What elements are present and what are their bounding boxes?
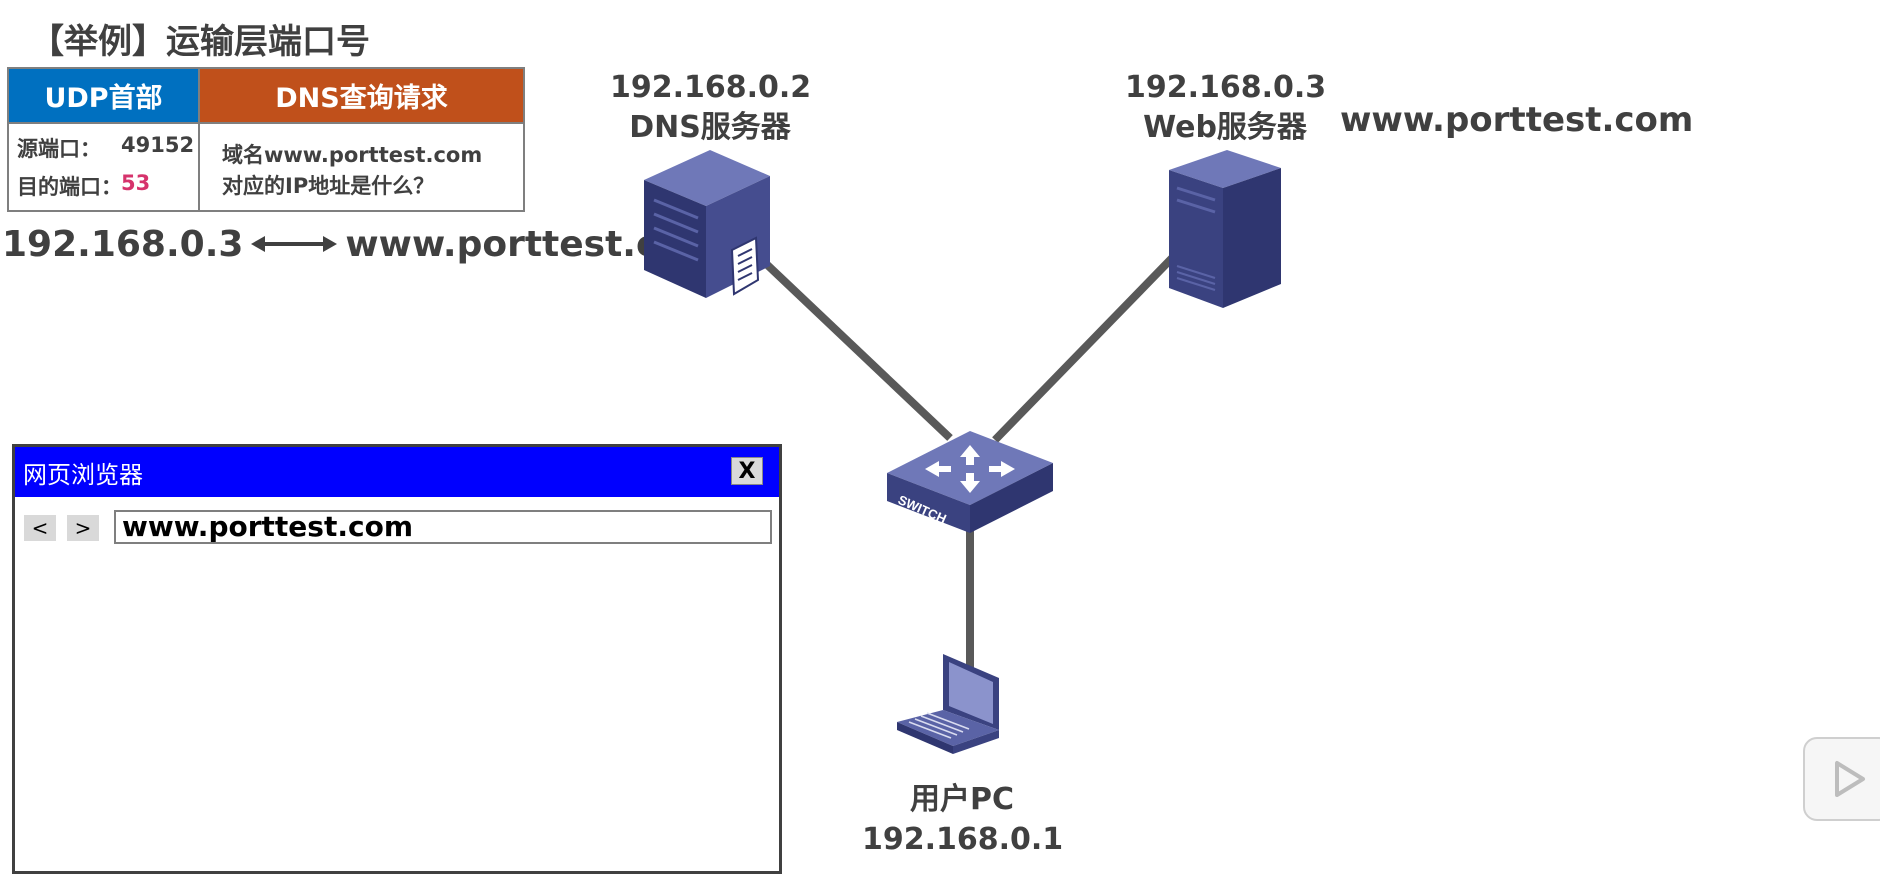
dst-port-value: 53: [121, 171, 151, 195]
play-icon: [1835, 761, 1865, 797]
double-arrow-icon: [251, 236, 338, 252]
user-pc-label: 用户PC: [909, 782, 1014, 817]
query-line-2: 对应的IP地址是什么？: [222, 174, 435, 198]
browser-window: 网页浏览器 X < > www.porttest.com: [12, 444, 782, 874]
dns-query-body: 域名www.porttest.com 对应的IP地址是什么？: [200, 124, 525, 212]
link-web-switch: [992, 252, 1178, 443]
play-button[interactable]: [1803, 737, 1880, 821]
mapping-ip: 192.168.0.3: [2, 223, 244, 265]
dns-query-label: DNS查询请求: [200, 67, 525, 124]
dns-server-ip: 192.168.0.2: [610, 70, 812, 105]
link-dns-switch: [757, 255, 953, 441]
web-server-label: Web服务器: [1143, 110, 1307, 145]
laptop-icon: [897, 654, 999, 754]
browser-title-bar: 网页浏览器 X: [15, 447, 779, 497]
page-title: 【举例】运输层端口号: [30, 22, 370, 62]
switch-icon: SWITCH: [887, 431, 1053, 533]
browser-title: 网页浏览器: [23, 460, 143, 489]
query-line-1: 域名www.porttest.com: [222, 143, 483, 167]
src-port-label: 源端口：: [17, 137, 101, 161]
web-server-ip: 192.168.0.3: [1125, 70, 1327, 105]
udp-header-body: 源端口： 49152 目的端口： 53: [7, 124, 200, 212]
url-input[interactable]: www.porttest.com: [114, 510, 772, 544]
packet-table: UDP首部 DNS查询请求 源端口： 49152 目的端口： 53 域名www.…: [7, 67, 525, 212]
back-button[interactable]: <: [24, 515, 56, 541]
dns-server-label: DNS服务器: [629, 110, 791, 145]
close-button[interactable]: X: [731, 457, 763, 485]
forward-button[interactable]: >: [67, 515, 99, 541]
dns-server-icon: [644, 150, 770, 298]
dst-port-label: 目的端口：: [17, 175, 122, 199]
web-server-domain: www.porttest.com: [1340, 100, 1694, 140]
src-port-value: 49152: [121, 133, 195, 157]
user-pc-ip: 192.168.0.1: [862, 822, 1064, 857]
udp-header-label: UDP首部: [7, 67, 200, 124]
web-server-icon: [1169, 150, 1281, 308]
